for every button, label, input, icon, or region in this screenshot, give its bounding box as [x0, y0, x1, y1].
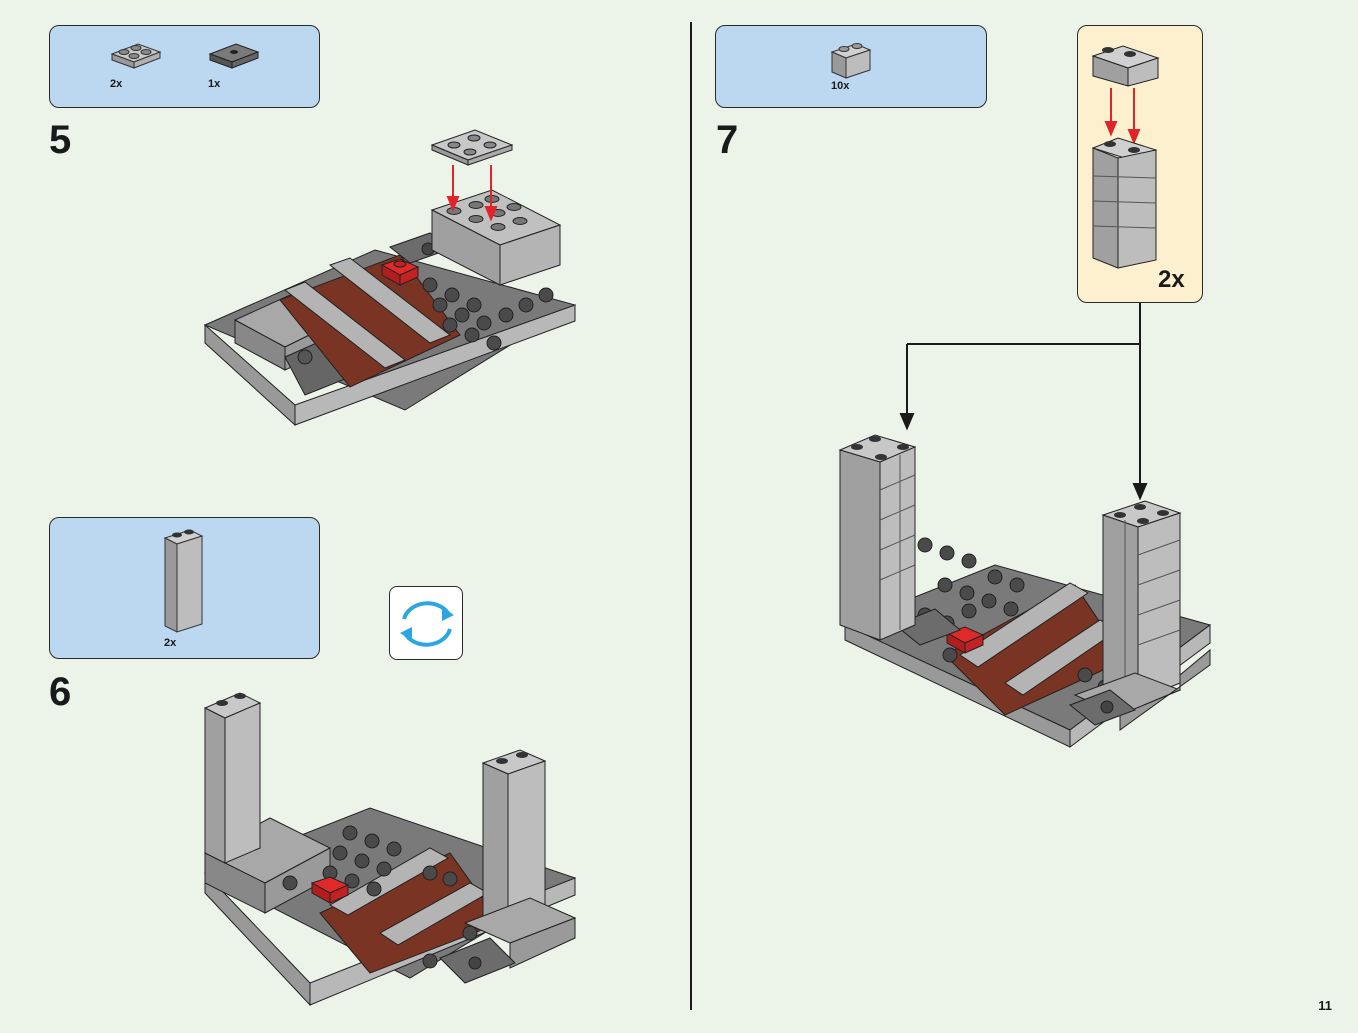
subassembly-qty: 2x [1158, 266, 1185, 293]
step5-parts-box: 2x 1x [49, 25, 320, 108]
light-gray-brick-1x2x5-icon [163, 529, 204, 633]
step-number: 5 [49, 118, 72, 162]
step7-model-illustration [838, 434, 1212, 748]
part-qty: 2x [110, 78, 123, 90]
step6-model-illustration [203, 692, 577, 1007]
part-qty: 2x [164, 637, 177, 649]
light-gray-plate-icon [110, 43, 162, 69]
page-divider [690, 22, 692, 1010]
subassembly-box: 2x [1077, 25, 1203, 303]
part-qty: 10x [831, 80, 850, 92]
step6-parts-box: 2x [49, 517, 320, 659]
rotate-model-icon [389, 586, 463, 660]
light-gray-brick-1x2-icon [830, 43, 872, 79]
step-number: 7 [716, 118, 739, 162]
part-qty: 1x [208, 78, 221, 90]
step5-model-illustration [203, 129, 577, 427]
page-number: 11 [1318, 998, 1332, 1013]
dark-gray-jumper-plate-icon [208, 43, 260, 69]
step7-parts-box: 10x [715, 25, 987, 108]
subassembly-illustration [1091, 45, 1160, 269]
step-number: 6 [49, 670, 72, 714]
